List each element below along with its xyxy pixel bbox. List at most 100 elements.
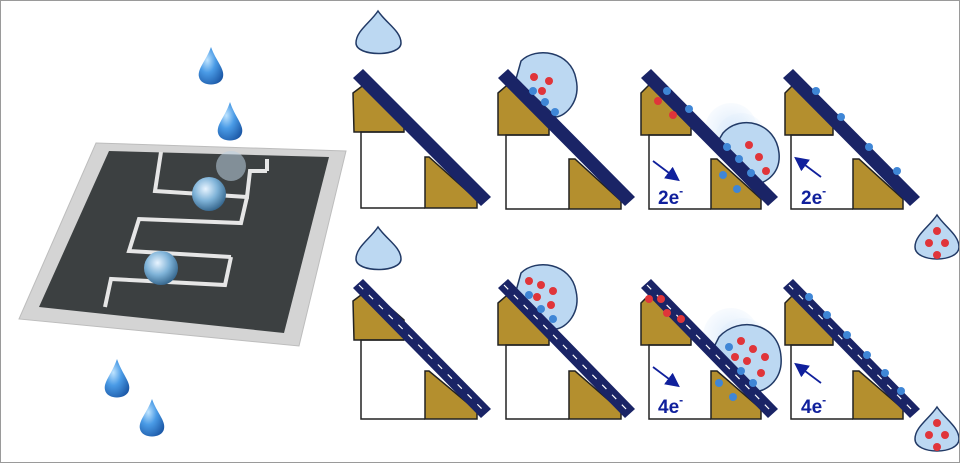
dielectric-dash bbox=[358, 284, 486, 413]
water-drop-icon bbox=[515, 52, 578, 118]
electrode-plate bbox=[39, 151, 329, 333]
dielectric-dash bbox=[503, 284, 630, 413]
positive-charge-icon bbox=[925, 431, 933, 439]
device-illustration bbox=[18, 47, 347, 437]
negative-charge-icon bbox=[529, 87, 537, 95]
positive-charge-icon bbox=[762, 167, 770, 175]
negative-charge-icon bbox=[685, 105, 693, 113]
positive-charge-icon bbox=[743, 357, 751, 365]
positive-charge-icon bbox=[761, 353, 769, 361]
positive-charge-icon bbox=[663, 309, 671, 317]
positive-charge-icon bbox=[545, 77, 553, 85]
circuit-wire bbox=[648, 344, 711, 420]
negative-charge-icon bbox=[735, 155, 743, 163]
positive-charge-icon bbox=[933, 251, 941, 259]
gold-electrode bbox=[568, 158, 622, 210]
dielectric-dash bbox=[788, 284, 915, 413]
water-drop-icon bbox=[104, 359, 130, 398]
bottom-stage-4: 4e- bbox=[783, 279, 959, 452]
bottom-stage-3: 4e- bbox=[640, 279, 782, 420]
dielectric-layer bbox=[783, 69, 920, 206]
positive-charge-icon bbox=[933, 419, 941, 427]
positive-charge-icon bbox=[525, 277, 533, 285]
positive-charge-icon bbox=[925, 239, 933, 247]
positive-charge-icon bbox=[645, 295, 653, 303]
negative-charge-icon bbox=[551, 108, 559, 116]
positive-charge-icon bbox=[549, 287, 557, 295]
arrow-icon bbox=[794, 156, 822, 178]
gold-electrode bbox=[852, 370, 904, 420]
negative-charge-icon bbox=[737, 367, 745, 375]
negative-charge-icon bbox=[812, 87, 820, 95]
negative-charge-icon bbox=[729, 393, 737, 401]
positive-charge-icon bbox=[731, 353, 739, 361]
bottom-stage-1 bbox=[352, 225, 491, 420]
bottom-stage-2 bbox=[497, 264, 635, 420]
water-drop-icon bbox=[355, 9, 402, 55]
negative-charge-icon bbox=[863, 351, 871, 359]
positive-charge-icon bbox=[669, 111, 677, 119]
negative-charge-icon bbox=[549, 315, 557, 323]
water-drop-icon bbox=[217, 102, 243, 141]
positive-charge-icon bbox=[933, 443, 941, 451]
gold-electrode bbox=[852, 158, 904, 210]
negative-charge-icon bbox=[725, 343, 733, 351]
dielectric-dash bbox=[646, 284, 773, 413]
arrow-icon bbox=[652, 160, 680, 182]
circuit-wire bbox=[790, 134, 853, 210]
negative-charge-icon bbox=[663, 87, 671, 95]
water-drop-icon bbox=[139, 399, 165, 437]
negative-charge-icon bbox=[823, 311, 831, 319]
negative-charge-icon bbox=[537, 305, 545, 313]
circuit-wire bbox=[790, 344, 853, 420]
dielectric-layer bbox=[641, 69, 778, 206]
positive-charge-icon bbox=[745, 141, 753, 149]
negative-charge-icon bbox=[843, 331, 851, 339]
negative-charge-icon bbox=[747, 169, 755, 177]
circuit-wire bbox=[505, 134, 569, 210]
arrow-icon bbox=[794, 362, 822, 384]
positive-charge-icon bbox=[941, 239, 949, 247]
negative-charge-icon bbox=[805, 293, 813, 301]
top-stage-2 bbox=[497, 52, 635, 210]
positive-charge-icon bbox=[737, 337, 745, 345]
water-bead-icon bbox=[192, 177, 226, 211]
positive-charge-icon bbox=[749, 345, 757, 353]
negative-charge-icon bbox=[865, 143, 873, 151]
negative-charge-icon bbox=[715, 379, 723, 387]
positive-charge-icon bbox=[533, 293, 541, 301]
positive-charge-icon bbox=[933, 227, 941, 235]
electron-label: 2e- bbox=[801, 184, 826, 209]
positive-charge-icon bbox=[757, 369, 765, 377]
positive-charge-icon bbox=[530, 73, 538, 81]
electron-label: 4e- bbox=[658, 393, 683, 418]
circuit-wire bbox=[648, 134, 711, 210]
negative-charge-icon bbox=[897, 387, 905, 395]
negative-charge-icon bbox=[881, 369, 889, 377]
negative-charge-icon bbox=[541, 98, 549, 106]
negative-charge-icon bbox=[837, 113, 845, 121]
top-stage-1 bbox=[352, 9, 491, 209]
gold-electrode bbox=[568, 370, 622, 420]
dielectric-layer bbox=[498, 69, 635, 206]
positive-charge-icon bbox=[941, 431, 949, 439]
gold-electrode bbox=[424, 156, 478, 209]
circuit-wire bbox=[505, 344, 569, 420]
positive-charge-icon bbox=[537, 281, 545, 289]
positive-charge-icon bbox=[657, 295, 665, 303]
electron-label: 4e- bbox=[801, 393, 826, 418]
negative-charge-icon bbox=[893, 167, 901, 175]
electron-label: 2e- bbox=[658, 184, 683, 209]
negative-charge-icon bbox=[749, 379, 757, 387]
arrow-icon bbox=[652, 366, 680, 388]
negative-charge-icon bbox=[719, 171, 727, 179]
positive-charge-icon bbox=[547, 301, 555, 309]
gold-electrode bbox=[424, 370, 478, 420]
water-drop-icon bbox=[198, 47, 224, 85]
top-stage-4: 2e- bbox=[783, 69, 959, 260]
water-bead-icon bbox=[144, 251, 178, 285]
positive-charge-icon bbox=[538, 87, 546, 95]
water-bead-icon bbox=[216, 151, 246, 181]
